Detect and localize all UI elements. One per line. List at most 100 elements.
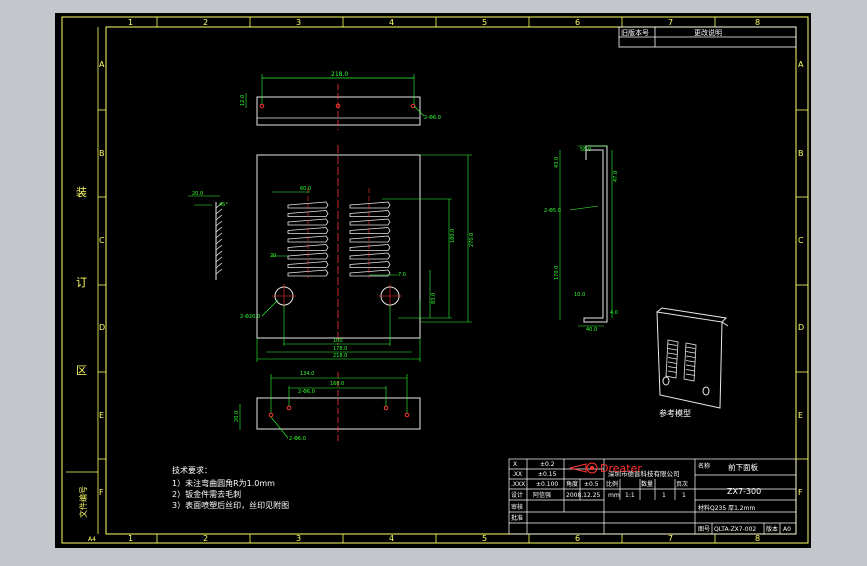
side-view: 58.0 43.0 170.0 47.0 2-Φ5.0 10.0 40.0 4.… — [544, 145, 619, 333]
zone-col-top-5: 5 — [482, 18, 487, 27]
dim-bottom-hole: 2-Φ6.0 — [289, 436, 306, 442]
approve-label: 批准 — [511, 514, 523, 522]
louver-left-slat — [287, 261, 329, 268]
tol-x-value: ±0.2 — [540, 461, 555, 468]
louvers-right — [349, 201, 391, 277]
dim-side-hole: 2-Φ5.0 — [544, 208, 561, 214]
design-date: 2008.12.25 — [566, 492, 601, 499]
check-label: 审核 — [511, 503, 523, 511]
dim-side-v1: 43.0 — [554, 157, 560, 168]
louver-right-slat — [349, 218, 391, 226]
detail-tooth — [215, 202, 223, 209]
file-number-label: 文件编号 — [78, 486, 88, 518]
top-view: 218.0 12.0 2-Φ6.0 — [240, 71, 441, 130]
binding-mark-1: 装 — [76, 186, 87, 199]
detail-tooth — [215, 232, 223, 239]
revision-col-desc: 更改说明 — [694, 28, 722, 37]
dim-hole-label: 2-Φ20.0 — [240, 314, 260, 320]
dim-louver-right: 7.0 — [398, 272, 406, 278]
louver-left-slat — [287, 269, 329, 277]
iso-slot-line — [667, 343, 678, 346]
zone-row-right-A: A — [798, 60, 804, 69]
zone-col-bottom-2: 2 — [203, 534, 208, 543]
qty-value: 1 — [662, 492, 666, 499]
angle-label: 角度 — [566, 480, 578, 488]
iso-slot-line — [667, 348, 678, 351]
company-logo: Dreater — [569, 462, 642, 475]
dim-right-height-1: 180.0 — [450, 229, 456, 243]
louver-left-slat — [287, 210, 329, 217]
dim-bot-h: 20.0 — [234, 411, 240, 422]
louver-right-slat — [349, 210, 391, 217]
detail-tooth — [215, 238, 223, 245]
louver-left-slat — [287, 252, 329, 260]
louver-right-slat — [349, 235, 391, 243]
company-name: 深圳市德普科技有限公司 — [608, 469, 680, 478]
designer-label: 设计 — [511, 491, 523, 499]
version-value: A0 — [783, 526, 791, 533]
revision-table: 旧版本号 更改说明 — [618, 26, 797, 48]
zone-row-right-F: F — [798, 488, 803, 497]
detail-tooth — [215, 256, 223, 263]
title-block-text: X ±0.2 .XX ±0.15 .XXX ±0.100 角度 ±0.5 设计 … — [88, 461, 791, 543]
zone-col-top-8: 8 — [755, 18, 760, 27]
iso-slot-line — [667, 370, 678, 373]
zone-row-left-A: A — [99, 60, 105, 69]
iso-slot-line — [667, 361, 678, 364]
iso-slot-frame — [665, 339, 679, 379]
zone-row-left-C: C — [99, 236, 105, 245]
zone-row-right-C: C — [798, 236, 804, 245]
louver-left-slat — [287, 244, 329, 251]
dim-top-height: 12.0 — [240, 95, 246, 106]
iso-slot-line — [667, 352, 678, 355]
dim-side-b1: 10.0 — [574, 292, 585, 298]
part-name: 前下面板 — [728, 462, 758, 472]
iso-slot-line — [685, 360, 696, 363]
isometric-model: 参考模型 — [656, 307, 729, 418]
outer-frame — [61, 16, 809, 544]
zone-col-top-1: 1 — [128, 18, 133, 27]
detail-tooth — [215, 250, 223, 257]
dim-side-top: 58.0 — [580, 147, 591, 153]
tol-x-label: X — [513, 461, 517, 468]
iso-slot-line — [685, 346, 696, 349]
dim-side-v2: 170.0 — [554, 266, 560, 280]
dim-louver-width: 60.0 — [300, 186, 311, 192]
iso-slot-frame — [683, 342, 697, 382]
detail-tooth — [215, 244, 223, 251]
zone-row-left-B: B — [99, 149, 105, 158]
zone-col-bottom-5: 5 — [482, 534, 487, 543]
dim-right-height-3: 83.0 — [431, 293, 437, 304]
binding-mark-2: 订 — [76, 276, 87, 289]
dim-side-b3: 4.0 — [610, 310, 618, 316]
tol-xx-value: ±0.15 — [538, 471, 557, 478]
inner-frame — [105, 26, 797, 535]
zone-col-bottom-1: 1 — [128, 534, 133, 543]
zone-col-top-7: 7 — [668, 18, 673, 27]
zone-col-bottom-3: 3 — [296, 534, 301, 543]
iso-slot-line — [685, 355, 696, 358]
dim-bottom-w1: 100 — [333, 338, 343, 344]
tol-xxx-value: ±0.100 — [536, 481, 558, 488]
drawing-no-label: 图号 — [698, 526, 710, 533]
front-view: 60.0 20 7.0 180.0 270.0 83.0 2-Φ20.0 100… — [240, 145, 475, 362]
dim-side-v3: 47.0 — [613, 171, 619, 182]
zone-col-bottom-7: 7 — [668, 534, 673, 543]
louver-right-slat — [349, 252, 391, 260]
material-spec: 材料Q235 厚1.2mm — [698, 504, 755, 512]
dim-louver-left: 20 — [270, 253, 276, 259]
dim-top-hole: 2-Φ6.0 — [424, 115, 441, 121]
louvers-left — [287, 201, 329, 277]
dim-top-width: 218.0 — [331, 71, 348, 78]
iso-slot-line — [685, 364, 696, 367]
binding-mark-3: 区 — [76, 364, 87, 377]
detail-tooth — [215, 262, 223, 269]
detail-tooth — [215, 226, 223, 233]
louver-left-slat — [287, 218, 329, 226]
dim-detail-angle: 45° — [219, 202, 228, 208]
tech-note-2: 2）钣金件需去毛刺 — [172, 489, 241, 499]
dim-bot-w1: 134.0 — [300, 371, 314, 377]
detail-tooth — [215, 268, 223, 275]
